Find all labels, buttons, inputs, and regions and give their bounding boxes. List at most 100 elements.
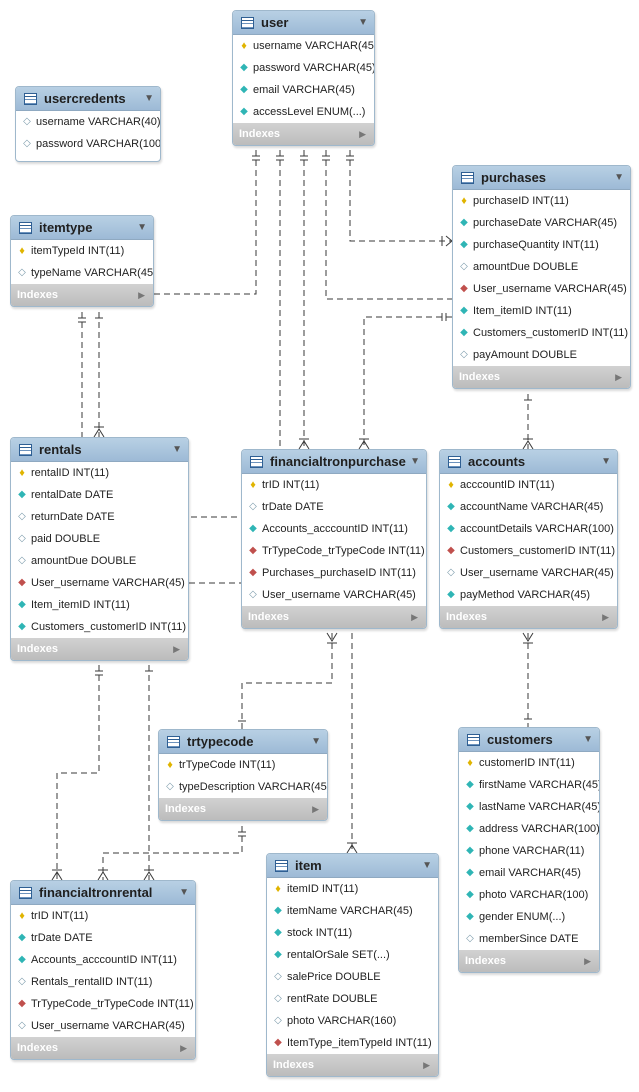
column-row[interactable]: ♦trID INT(11) [242, 474, 426, 496]
expand-arrow-icon[interactable]: ▶ [312, 803, 319, 814]
indexes-section[interactable]: Indexes▶ [233, 123, 374, 145]
column-row[interactable]: ◆lastName VARCHAR(45) [459, 796, 599, 818]
column-row[interactable]: ♦trID INT(11) [11, 905, 195, 927]
column-row[interactable]: ◇salePrice DOUBLE [267, 966, 438, 988]
column-row[interactable]: ◆User_username VARCHAR(45) [11, 572, 188, 594]
column-row[interactable]: ◆rentalDate DATE [11, 484, 188, 506]
column-row[interactable]: ◆Item_itemID INT(11) [11, 594, 188, 616]
column-row[interactable]: ♦rentalID INT(11) [11, 462, 188, 484]
column-row[interactable]: ◆address VARCHAR(100) [459, 818, 599, 840]
column-row[interactable]: ◇password VARCHAR(100) [16, 133, 160, 155]
collapse-arrow-icon[interactable]: ▼ [144, 93, 154, 104]
collapse-arrow-icon[interactable]: ▼ [601, 456, 611, 467]
column-row[interactable]: ◆Purchases_purchaseID INT(11) [242, 562, 426, 584]
column-row[interactable]: ◇rentRate DOUBLE [267, 988, 438, 1010]
column-row[interactable]: ♦acccountID INT(11) [440, 474, 617, 496]
collapse-arrow-icon[interactable]: ▼ [583, 734, 593, 745]
indexes-section[interactable]: Indexes▶ [11, 638, 188, 660]
expand-arrow-icon[interactable]: ▶ [411, 611, 418, 622]
expand-arrow-icon[interactable]: ▶ [359, 128, 366, 139]
table-header[interactable]: trtypecode▼ [159, 730, 327, 754]
column-row[interactable]: ◇Rentals_rentalID INT(11) [11, 971, 195, 993]
column-row[interactable]: ◆email VARCHAR(45) [459, 862, 599, 884]
column-row[interactable]: ◆accessLevel ENUM(...) [233, 101, 374, 123]
column-row[interactable]: ◆itemName VARCHAR(45) [267, 900, 438, 922]
table-header[interactable]: rentals▼ [11, 438, 188, 462]
indexes-section[interactable]: Indexes▶ [11, 284, 153, 306]
column-row[interactable]: ◇typeDescription VARCHAR(45) [159, 776, 327, 798]
column-row[interactable]: ◆Customers_customerID INT(11) [440, 540, 617, 562]
collapse-arrow-icon[interactable]: ▼ [179, 887, 189, 898]
expand-arrow-icon[interactable]: ▶ [180, 1042, 187, 1053]
collapse-arrow-icon[interactable]: ▼ [410, 456, 420, 467]
table-user[interactable]: user▼♦username VARCHAR(45)◆password VARC… [232, 10, 375, 146]
column-row[interactable]: ◆rentalOrSale SET(...) [267, 944, 438, 966]
indexes-section[interactable]: Indexes▶ [242, 606, 426, 628]
table-accounts[interactable]: accounts▼♦acccountID INT(11)◆accountName… [439, 449, 618, 629]
collapse-arrow-icon[interactable]: ▼ [422, 860, 432, 871]
table-customers[interactable]: customers▼♦customerID INT(11)◆firstName … [458, 727, 600, 973]
column-row[interactable]: ◆Item_itemID INT(11) [453, 300, 630, 322]
table-header[interactable]: financialtronpurchase▼ [242, 450, 426, 474]
column-row[interactable]: ◇memberSince DATE [459, 928, 599, 950]
collapse-arrow-icon[interactable]: ▼ [358, 17, 368, 28]
indexes-section[interactable]: Indexes▶ [440, 606, 617, 628]
column-row[interactable]: ◆Customers_customerID INT(11) [11, 616, 188, 638]
table-header[interactable]: user▼ [233, 11, 374, 35]
column-row[interactable]: ◇payAmount DOUBLE [453, 344, 630, 366]
column-row[interactable]: ◆TrTypeCode_trTypeCode INT(11) [242, 540, 426, 562]
collapse-arrow-icon[interactable]: ▼ [311, 736, 321, 747]
column-row[interactable]: ◇amountDue DOUBLE [453, 256, 630, 278]
table-rentals[interactable]: rentals▼♦rentalID INT(11)◆rentalDate DAT… [10, 437, 189, 661]
column-row[interactable]: ◆phone VARCHAR(11) [459, 840, 599, 862]
column-row[interactable]: ◇typeName VARCHAR(45) [11, 262, 153, 284]
column-row[interactable]: ◆firstName VARCHAR(45) [459, 774, 599, 796]
collapse-arrow-icon[interactable]: ▼ [614, 172, 624, 183]
column-row[interactable]: ◇User_username VARCHAR(45) [11, 1015, 195, 1037]
expand-arrow-icon[interactable]: ▶ [173, 643, 180, 654]
table-trtypecode[interactable]: trtypecode▼♦trTypeCode INT(11)◇typeDescr… [158, 729, 328, 821]
expand-arrow-icon[interactable]: ▶ [423, 1059, 430, 1070]
collapse-arrow-icon[interactable]: ▼ [172, 444, 182, 455]
table-header[interactable]: purchases▼ [453, 166, 630, 190]
column-row[interactable]: ◇returnDate DATE [11, 506, 188, 528]
column-row[interactable]: ◆User_username VARCHAR(45) [453, 278, 630, 300]
column-row[interactable]: ◆gender ENUM(...) [459, 906, 599, 928]
column-row[interactable]: ♦purchaseID INT(11) [453, 190, 630, 212]
table-header[interactable]: financialtronrental▼ [11, 881, 195, 905]
column-row[interactable]: ◆accountName VARCHAR(45) [440, 496, 617, 518]
column-row[interactable]: ◆Customers_customerID INT(11) [453, 322, 630, 344]
table-itemtype[interactable]: itemtype▼♦itemTypeId INT(11)◇typeName VA… [10, 215, 154, 307]
collapse-arrow-icon[interactable]: ▼ [137, 222, 147, 233]
column-row[interactable]: ◆accountDetails VARCHAR(100) [440, 518, 617, 540]
table-header[interactable]: customers▼ [459, 728, 599, 752]
indexes-section[interactable]: Indexes▶ [267, 1054, 438, 1076]
table-financialtronrental[interactable]: financialtronrental▼♦trID INT(11)◆trDate… [10, 880, 196, 1060]
column-row[interactable]: ◇username VARCHAR(40) [16, 111, 160, 133]
column-row[interactable]: ◇photo VARCHAR(160) [267, 1010, 438, 1032]
column-row[interactable]: ◇amountDue DOUBLE [11, 550, 188, 572]
column-row[interactable]: ◆purchaseDate VARCHAR(45) [453, 212, 630, 234]
column-row[interactable]: ◆password VARCHAR(45) [233, 57, 374, 79]
table-header[interactable]: item▼ [267, 854, 438, 878]
column-row[interactable]: ♦itemTypeId INT(11) [11, 240, 153, 262]
column-row[interactable]: ◆email VARCHAR(45) [233, 79, 374, 101]
expand-arrow-icon[interactable]: ▶ [615, 371, 622, 382]
table-header[interactable]: itemtype▼ [11, 216, 153, 240]
column-row[interactable]: ◇trDate DATE [242, 496, 426, 518]
indexes-section[interactable]: Indexes▶ [459, 950, 599, 972]
column-row[interactable]: ◆stock INT(11) [267, 922, 438, 944]
indexes-section[interactable]: Indexes▶ [159, 798, 327, 820]
table-header[interactable]: usercredents▼ [16, 87, 160, 111]
column-row[interactable]: ◆Accounts_acccountID INT(11) [11, 949, 195, 971]
column-row[interactable]: ◆payMethod VARCHAR(45) [440, 584, 617, 606]
column-row[interactable]: ♦trTypeCode INT(11) [159, 754, 327, 776]
table-purchases[interactable]: purchases▼♦purchaseID INT(11)◆purchaseDa… [452, 165, 631, 389]
table-financialtronpurchase[interactable]: financialtronpurchase▼♦trID INT(11)◇trDa… [241, 449, 427, 629]
column-row[interactable]: ♦itemID INT(11) [267, 878, 438, 900]
expand-arrow-icon[interactable]: ▶ [584, 955, 591, 966]
indexes-section[interactable]: Indexes▶ [453, 366, 630, 388]
column-row[interactable]: ◆trDate DATE [11, 927, 195, 949]
column-row[interactable]: ◆TrTypeCode_trTypeCode INT(11) [11, 993, 195, 1015]
table-usercredents[interactable]: usercredents▼◇username VARCHAR(40)◇passw… [15, 86, 161, 162]
